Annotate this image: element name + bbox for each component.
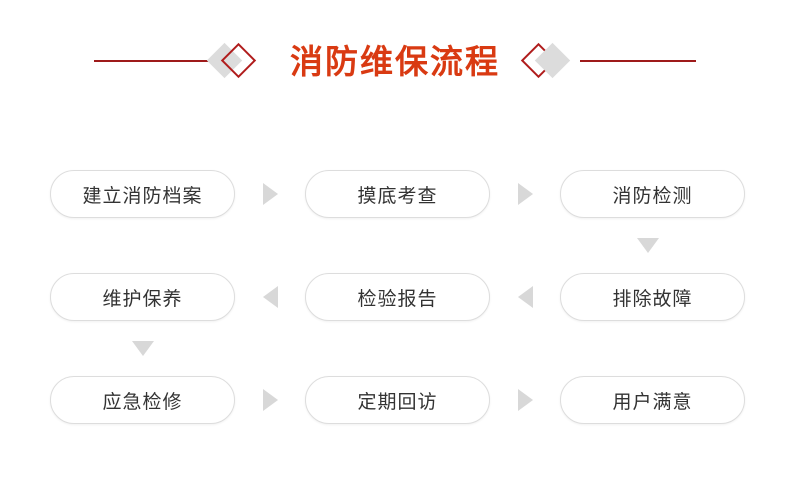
header-ornament-right [520, 41, 580, 81]
flow-node-label: 检验报告 [357, 287, 438, 310]
arrow-right-icon [235, 389, 305, 411]
flow-node-label: 建立消防档案 [82, 184, 203, 207]
arrow-left-icon [235, 286, 305, 308]
arrow-left-icon [490, 286, 560, 308]
flow-node-baseline-survey[interactable]: 摸底考查 [305, 170, 490, 218]
flow-row-1: 建立消防档案 摸底考查 消防检测 [50, 170, 745, 218]
flow-node-label: 用户满意 [612, 390, 693, 413]
flow-diagram: 建立消防档案 摸底考查 消防检测 维护保养 检验报告 排除故障 应急 [50, 170, 745, 424]
flow-node-label: 定期回访 [357, 390, 438, 413]
flow-node-fire-inspection[interactable]: 消防检测 [560, 170, 745, 218]
flow-node-label: 应急检修 [102, 390, 183, 413]
arrow-right-icon [235, 183, 305, 205]
flow-node-label: 摸底考查 [357, 184, 438, 207]
arrow-down-icon [50, 341, 235, 356]
page-title: 消防维保流程 [290, 42, 500, 80]
flow-row-3: 应急检修 定期回访 用户满意 [50, 376, 745, 424]
flow-node-label: 排除故障 [612, 287, 693, 310]
flow-gap-1 [50, 218, 740, 273]
flow-node-label: 维护保养 [102, 287, 183, 310]
flow-node-regular-followup[interactable]: 定期回访 [305, 376, 490, 424]
flow-row-2: 维护保养 检验报告 排除故障 [50, 273, 745, 321]
flow-node-customer-satisfied[interactable]: 用户满意 [560, 376, 745, 424]
header-rule-right [580, 60, 696, 62]
flow-node-inspection-report[interactable]: 检验报告 [305, 273, 490, 321]
flow-node-emergency-repair[interactable]: 应急检修 [50, 376, 235, 424]
header-ornament-left [206, 41, 266, 81]
flow-node-troubleshooting[interactable]: 排除故障 [560, 273, 745, 321]
arrow-down-icon [555, 238, 740, 253]
flow-node-label: 消防检测 [612, 184, 693, 207]
page-header: 消防维保流程 [0, 34, 790, 88]
arrow-right-icon [490, 183, 560, 205]
flow-node-establish-fire-file[interactable]: 建立消防档案 [50, 170, 235, 218]
flow-gap-2 [50, 321, 740, 376]
flow-node-maintenance[interactable]: 维护保养 [50, 273, 235, 321]
header-rule-left [94, 60, 210, 62]
arrow-right-icon [490, 389, 560, 411]
